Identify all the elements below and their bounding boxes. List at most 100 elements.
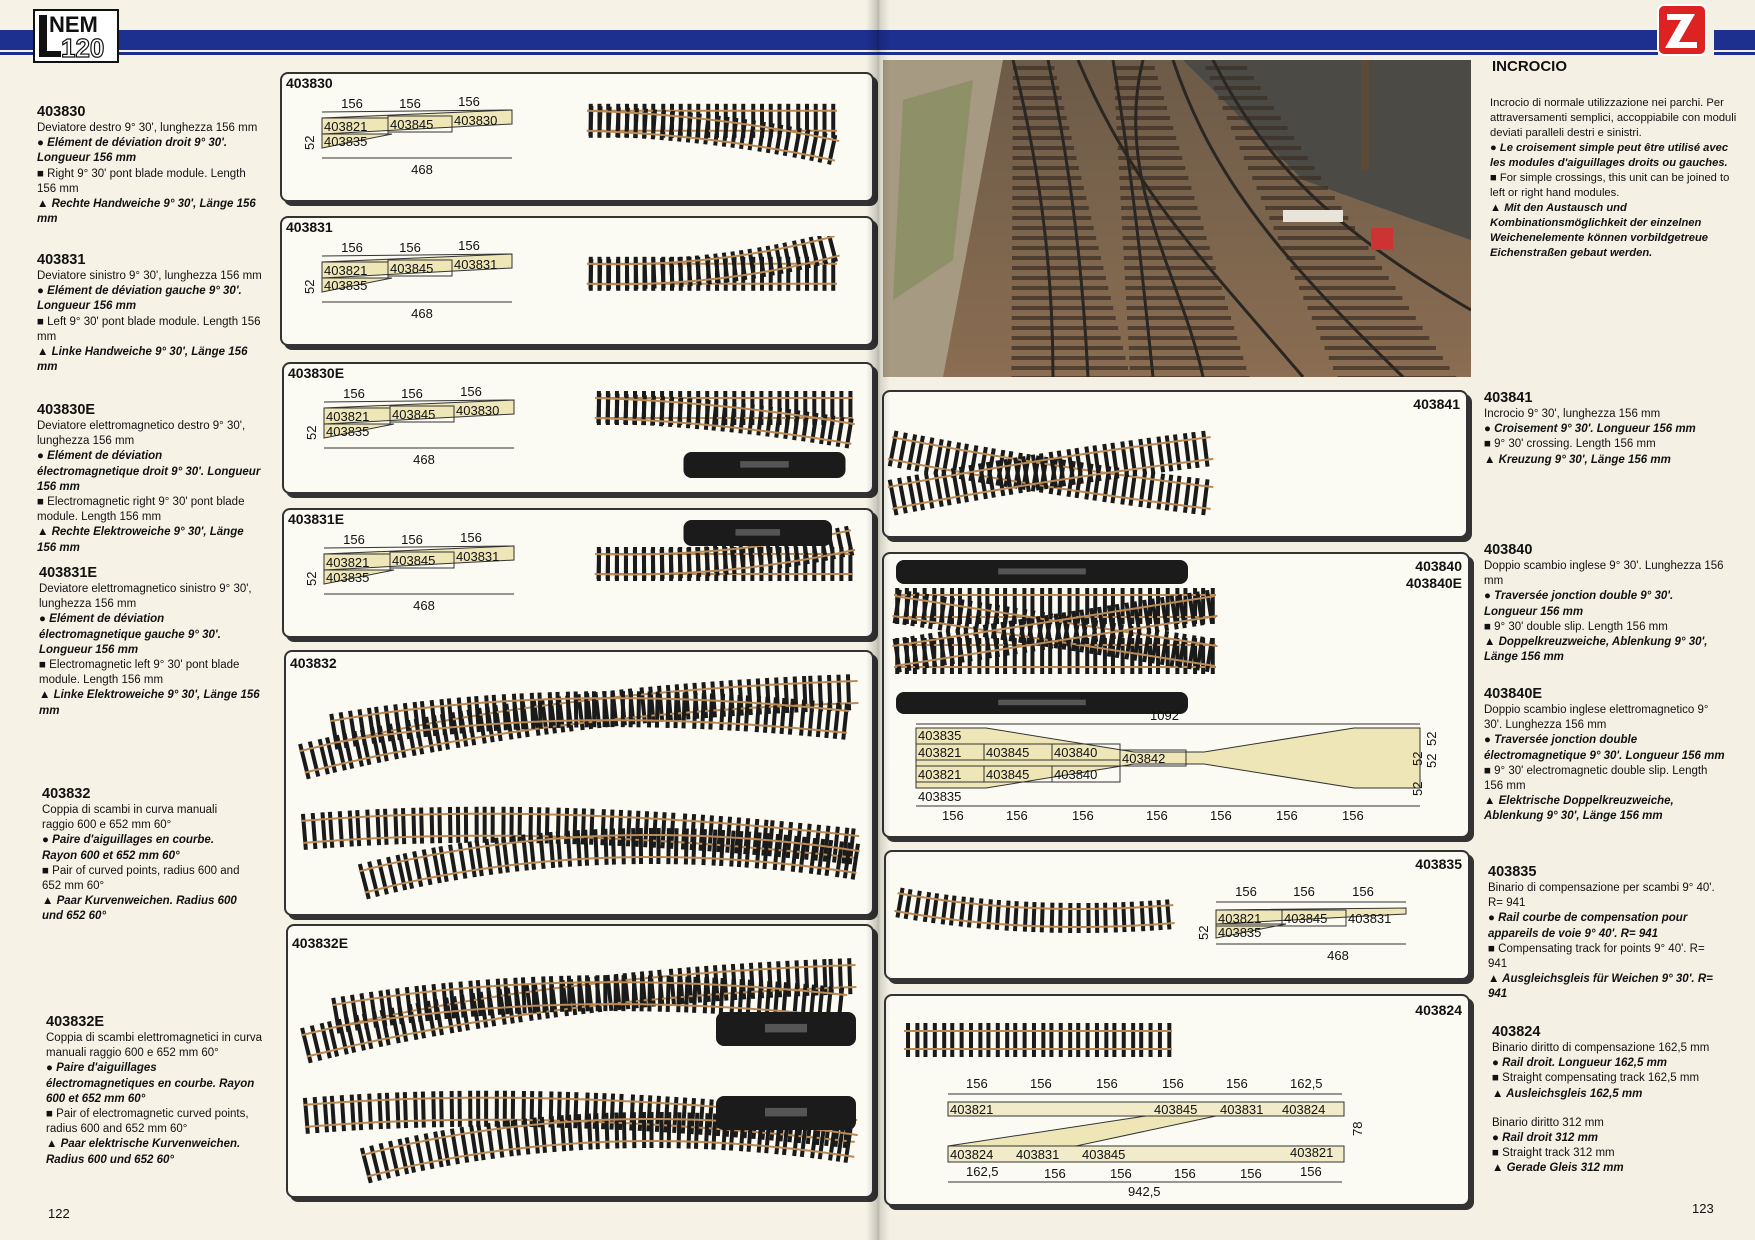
svg-text:403831: 403831 bbox=[1016, 1147, 1059, 1162]
track-image bbox=[586, 236, 840, 291]
svg-text:156: 156 bbox=[1240, 1166, 1262, 1181]
svg-text:403845: 403845 bbox=[392, 553, 435, 568]
svg-text:156: 156 bbox=[1110, 1166, 1132, 1181]
panel-403841: 403841 bbox=[882, 390, 1468, 538]
item-403830E: 403830E Deviatore elettromagnetico destr… bbox=[37, 402, 261, 554]
points-diagram: 156 156 156 468 52 403821 403845 403831 … bbox=[304, 524, 544, 616]
svg-text:468: 468 bbox=[413, 452, 435, 467]
track-image bbox=[904, 1023, 1172, 1057]
svg-text:52: 52 bbox=[302, 280, 317, 294]
panel-403831: 403831 156 156 156 468 52 403821 403845 bbox=[280, 216, 874, 346]
item-403840E: 403840E Doppio scambio inglese elettroma… bbox=[1484, 686, 1725, 823]
svg-text:403824: 403824 bbox=[1282, 1102, 1325, 1117]
item-403832: 403832 Coppia di scambi in curva manuali… bbox=[42, 786, 240, 923]
svg-text:403831: 403831 bbox=[454, 257, 497, 272]
svg-text:403845: 403845 bbox=[390, 117, 433, 132]
svg-text:156: 156 bbox=[1342, 808, 1364, 823]
svg-text:403831: 403831 bbox=[1220, 1102, 1263, 1117]
railway-photo bbox=[883, 60, 1471, 377]
svg-text:156: 156 bbox=[1226, 1076, 1248, 1091]
svg-text:156: 156 bbox=[1174, 1166, 1196, 1181]
svg-text:156: 156 bbox=[401, 532, 423, 547]
svg-text:403840: 403840 bbox=[1054, 745, 1097, 760]
svg-text:403835: 403835 bbox=[324, 278, 367, 293]
svg-text:162,5: 162,5 bbox=[966, 1164, 999, 1179]
svg-text:156: 156 bbox=[1146, 808, 1168, 823]
page-number-left: 122 bbox=[48, 1206, 70, 1221]
svg-text:403821: 403821 bbox=[1290, 1145, 1333, 1160]
svg-text:403840: 403840 bbox=[1054, 767, 1097, 782]
svg-text:156: 156 bbox=[458, 94, 480, 109]
svg-text:52: 52 bbox=[1196, 926, 1211, 940]
compensating-diagram: 156 156 156 468 52 403821 403845 403831 … bbox=[1196, 878, 1436, 968]
svg-text:52: 52 bbox=[1424, 754, 1439, 768]
svg-text:52: 52 bbox=[302, 136, 317, 150]
svg-text:403845: 403845 bbox=[390, 261, 433, 276]
svg-text:52: 52 bbox=[1424, 732, 1439, 746]
svg-text:156: 156 bbox=[1235, 884, 1257, 899]
svg-text:403830: 403830 bbox=[454, 113, 497, 128]
railway-photo-svg bbox=[883, 60, 1471, 377]
track-image bbox=[298, 674, 860, 900]
panel-403830: 403830 156 156 156 468 52 403821 403845 bbox=[280, 72, 874, 202]
svg-text:156: 156 bbox=[343, 532, 365, 547]
svg-text:52: 52 bbox=[1410, 782, 1425, 796]
panel-403824: 403824 156 156 156 156 156 162,5 403821 bbox=[884, 994, 1470, 1206]
svg-text:156: 156 bbox=[401, 386, 423, 401]
panel-403830E: 403830E 156 156 156 468 52 403821 403845 bbox=[282, 362, 874, 494]
double-slip-diagram-svg: 1092 403835 403821 403845 403840 403842 … bbox=[915, 708, 1439, 823]
item-403840: 403840 Doppio scambio inglese 9° 30'. Lu… bbox=[1484, 542, 1724, 664]
header-band-right bbox=[878, 30, 1658, 55]
track-image bbox=[892, 560, 1218, 714]
points-diagram-svg: 156 156 156 468 52 403821 403845 403831 … bbox=[302, 238, 513, 321]
svg-text:52: 52 bbox=[1410, 752, 1425, 766]
item-403841: 403841 Incrocio 9° 30', lunghezza 156 mm… bbox=[1484, 390, 1696, 466]
svg-text:403824: 403824 bbox=[950, 1147, 993, 1162]
page-number-right: 123 bbox=[1692, 1201, 1714, 1216]
track-image bbox=[594, 520, 856, 581]
svg-text:156: 156 bbox=[942, 808, 964, 823]
svg-text:156: 156 bbox=[341, 96, 363, 111]
section-heading: INCROCIO bbox=[1492, 58, 1567, 75]
panel-403832: 403832 bbox=[284, 650, 874, 916]
svg-text:403835: 403835 bbox=[324, 134, 367, 149]
svg-text:403835: 403835 bbox=[326, 424, 369, 439]
panel-403831E: 403831E 156 156 156 468 52 403821 403845 bbox=[282, 508, 874, 638]
svg-text:403831: 403831 bbox=[1348, 911, 1391, 926]
svg-text:156: 156 bbox=[1044, 1166, 1066, 1181]
points-diagram: 156 156 156 468 52 403821 403845 403831 … bbox=[302, 232, 542, 324]
svg-text:156: 156 bbox=[399, 240, 421, 255]
svg-text:156: 156 bbox=[343, 386, 365, 401]
svg-text:403831: 403831 bbox=[456, 549, 499, 564]
svg-text:403845: 403845 bbox=[1082, 1147, 1125, 1162]
svg-text:403821: 403821 bbox=[324, 263, 367, 278]
straight-diagram: 156 156 156 156 156 162,5 403821 403845 … bbox=[946, 1074, 1406, 1200]
svg-text:403821: 403821 bbox=[326, 555, 369, 570]
svg-text:403821: 403821 bbox=[918, 767, 961, 782]
compensating-diagram-svg: 156 156 156 468 52 403821 403845 403831 … bbox=[1196, 884, 1407, 963]
svg-text:1092: 1092 bbox=[1150, 708, 1179, 723]
svg-text:162,5: 162,5 bbox=[1290, 1076, 1323, 1091]
points-diagram-svg: 156 156 156 468 52 403821 403845 403831 … bbox=[304, 530, 515, 613]
svg-text:403821: 403821 bbox=[950, 1102, 993, 1117]
track-image bbox=[887, 430, 1214, 516]
svg-text:78: 78 bbox=[1350, 1122, 1365, 1136]
svg-text:156: 156 bbox=[399, 96, 421, 111]
nem-logo: NEM 120 bbox=[33, 9, 119, 64]
svg-text:403845: 403845 bbox=[392, 407, 435, 422]
svg-text:468: 468 bbox=[1327, 948, 1349, 963]
svg-text:156: 156 bbox=[1210, 808, 1232, 823]
book-gutter bbox=[866, 0, 890, 1240]
panel-403835: 403835 156 156 156 468 52 403821 403845 bbox=[884, 850, 1470, 980]
svg-text:403835: 403835 bbox=[1218, 925, 1261, 940]
double-slip-diagram: 1092 403835 403821 403845 403840 403842 … bbox=[914, 706, 1444, 824]
svg-text:403845: 403845 bbox=[1154, 1102, 1197, 1117]
item-403824: 403824 Binario diritto di compensazione … bbox=[1492, 1024, 1710, 1175]
points-diagram-svg: 156 156 156 468 52 403821 403845 403830 … bbox=[304, 384, 515, 467]
svg-text:403835: 403835 bbox=[918, 789, 961, 804]
svg-text:403845: 403845 bbox=[986, 767, 1029, 782]
svg-text:156: 156 bbox=[1096, 1076, 1118, 1091]
svg-text:403830: 403830 bbox=[456, 403, 499, 418]
svg-text:156: 156 bbox=[460, 530, 482, 545]
